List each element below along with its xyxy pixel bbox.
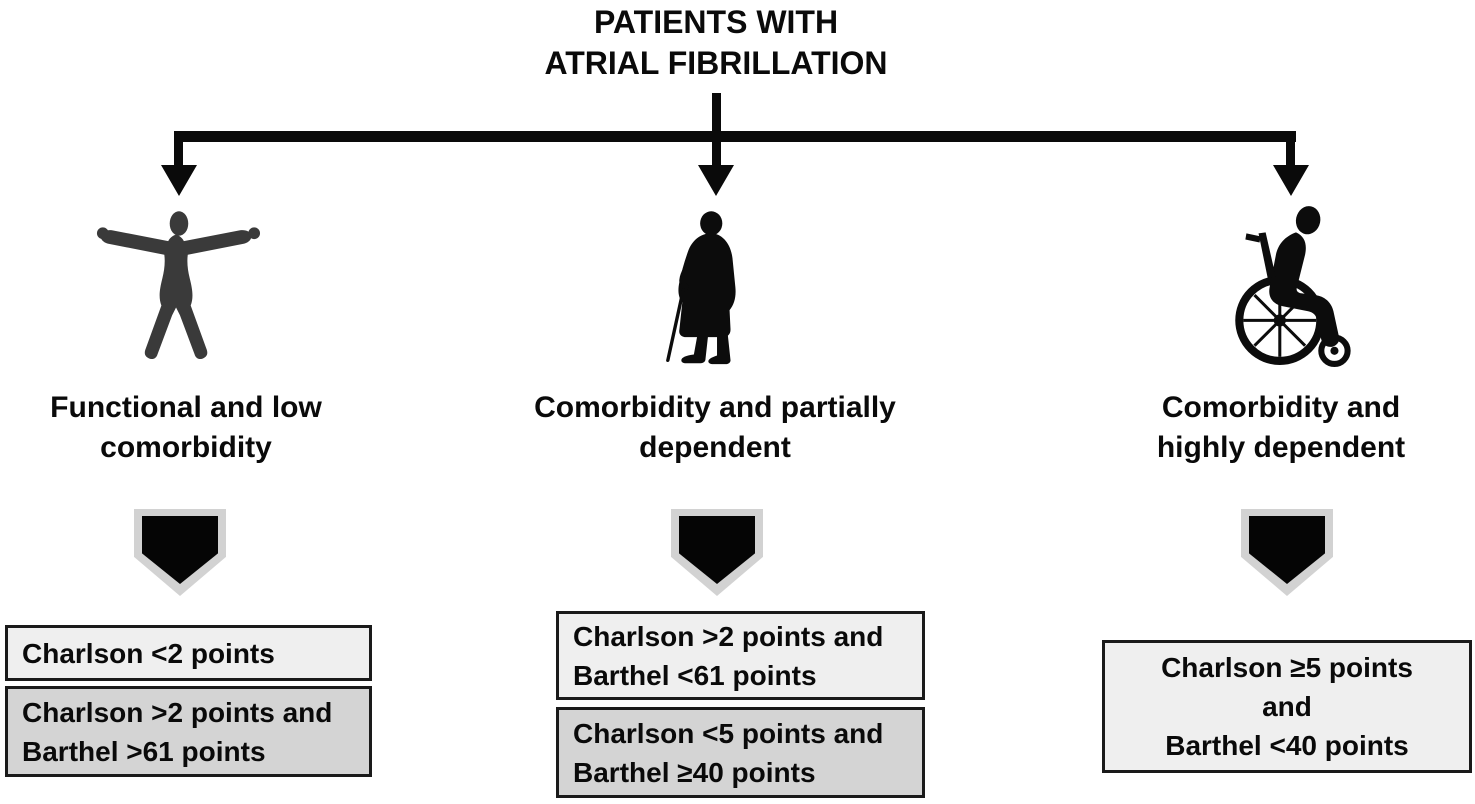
title-line-1: PATIENTS WITH — [593, 4, 839, 40]
category-label-line: comorbidity — [100, 431, 272, 464]
category-label-functional: Functional and low comorbidity — [0, 388, 372, 468]
down-arrow-fill — [142, 516, 218, 584]
down-arrow-icon — [134, 509, 226, 596]
criteria-box-charlson-barthel-right: Charlson ≥5 points and Barthel <40 point… — [1102, 640, 1472, 773]
down-arrow-icon — [1241, 509, 1333, 596]
elderly-person-with-cane-icon — [666, 211, 736, 365]
criteria-text: Charlson <5 points and — [573, 717, 884, 749]
criteria-text: Charlson >2 points and — [22, 696, 333, 728]
criteria-text: Charlson >2 points and — [573, 620, 884, 652]
person-in-wheelchair-icon — [1235, 206, 1351, 367]
category-label-highly-dependent: Comorbidity and highly dependent — [1090, 388, 1472, 468]
connector-horizontal-line — [174, 131, 1296, 142]
category-label-line: Comorbidity and partially — [534, 391, 896, 424]
connector-center-line — [712, 93, 721, 165]
criteria-text: Barthel <61 points — [573, 659, 817, 691]
down-arrow-fill — [679, 516, 755, 584]
standing-person-arms-out-icon — [96, 211, 261, 360]
criteria-text: Barthel >61 points — [22, 735, 266, 767]
criteria-box-charlson-barthel-mid-1: Charlson >2 points and Barthel <61 point… — [556, 611, 925, 700]
category-label-line: dependent — [639, 431, 791, 464]
criteria-text: Barthel <40 points — [1165, 730, 1409, 761]
category-label-line: highly dependent — [1156, 431, 1406, 464]
category-label-partially-dependent: Comorbidity and partially dependent — [478, 388, 952, 468]
title-line-2: ATRIAL FIBRILLATION — [544, 45, 888, 81]
criteria-box-charlson-barthel-left: Charlson >2 points and Barthel >61 point… — [5, 686, 372, 777]
criteria-box-charlson-low: Charlson <2 points — [5, 625, 372, 681]
page-title: PATIENTS WITH ATRIAL FIBRILLATION — [0, 2, 1432, 84]
criteria-text: Charlson ≥5 points — [1161, 652, 1413, 683]
criteria-text: and — [1262, 691, 1312, 722]
down-arrow-fill — [1249, 516, 1325, 584]
criteria-text: Charlson <2 points — [22, 637, 275, 669]
category-label-line: Comorbidity and — [1161, 391, 1401, 424]
category-label-line: Functional and low — [50, 391, 322, 424]
arrowhead-center-icon — [698, 165, 734, 196]
connector-right-line — [1286, 131, 1295, 167]
down-arrow-icon — [671, 509, 763, 596]
arrowhead-left-icon — [161, 165, 197, 196]
arrowhead-right-icon — [1273, 165, 1309, 196]
criteria-text: Barthel ≥40 points — [573, 756, 816, 788]
connector-left-line — [174, 131, 183, 167]
criteria-box-charlson-barthel-mid-2: Charlson <5 points and Barthel ≥40 point… — [556, 707, 925, 798]
